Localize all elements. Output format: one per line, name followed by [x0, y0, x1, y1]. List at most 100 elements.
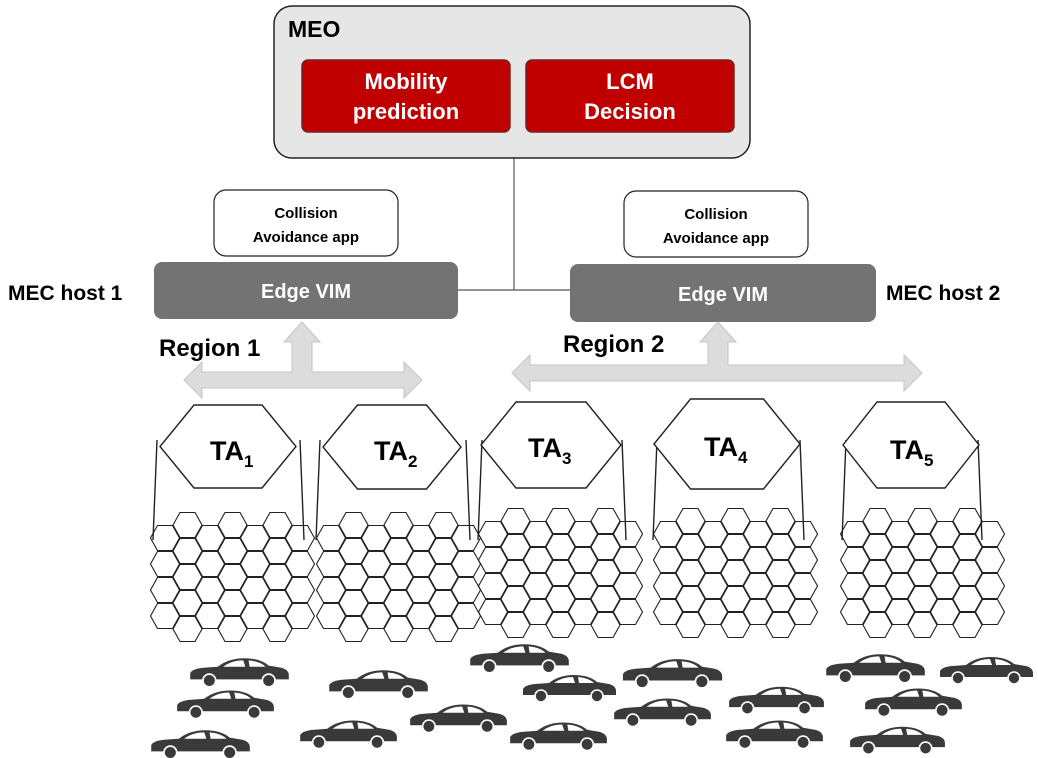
app-1-line2: Avoidance app: [253, 229, 359, 246]
cell-grid: [653, 508, 818, 638]
funnel-left-line: [152, 439, 158, 541]
cell-hexagon: [451, 551, 481, 577]
cell-hexagon: [975, 599, 1005, 625]
funnel-left-line: [652, 439, 658, 541]
tracking-area-label: TA1: [210, 436, 253, 471]
car-icon: [825, 653, 926, 684]
region-2-arrow: [511, 321, 923, 393]
car-icon: [509, 721, 608, 752]
car-icon: [409, 703, 508, 734]
vehicles: [150, 643, 1034, 758]
funnel-right-line: [799, 439, 805, 541]
cell-hexagon: [975, 547, 1005, 573]
region-1-label: Region 1: [159, 335, 260, 362]
cell-hexagon: [451, 577, 481, 603]
tracking-area-5: TA5: [840, 401, 1005, 638]
cell-grid: [150, 512, 315, 642]
edge-vim-1-label: Edge VIM: [261, 281, 351, 303]
funnel-right-line: [299, 439, 305, 541]
tracking-area-label-base: TA: [374, 436, 408, 466]
region-1-arrow: [183, 321, 423, 400]
edge-vim-2-label: Edge VIM: [678, 284, 768, 306]
cell-grid: [840, 508, 1005, 638]
car-icon: [328, 669, 429, 700]
app-1-line1: Collision: [274, 205, 337, 222]
cell-hexagon: [285, 603, 315, 629]
tracking-area-label-base: TA: [890, 435, 924, 465]
car-icon: [613, 697, 712, 728]
car-icon: [725, 719, 824, 750]
tracking-area-label: TA2: [374, 436, 417, 471]
tracking-area-label-subscript: 2: [408, 452, 417, 471]
mec-host-2-label: MEC host 2: [886, 282, 1000, 305]
tracking-area-2: TA2: [315, 404, 481, 642]
car-icon: [849, 725, 946, 756]
cell-hexagon: [613, 599, 643, 625]
tracking-area-label-subscript: 4: [738, 448, 748, 467]
tracking-area-label-subscript: 3: [562, 449, 571, 468]
tracking-area-hexagon: [159, 404, 297, 489]
tracking-area-label: TA3: [528, 433, 571, 468]
funnel-right-line: [465, 439, 471, 541]
meo-box: MEO Mobility prediction LCM Decision: [273, 5, 751, 159]
tracking-area-4: TA4: [652, 398, 818, 638]
cell-hexagon: [788, 573, 818, 599]
car-icon: [622, 658, 723, 689]
cell-hexagon: [613, 521, 643, 547]
cell-hexagon: [788, 599, 818, 625]
tracking-area-label-base: TA: [528, 433, 562, 463]
car-icon: [728, 685, 825, 716]
lcm-decision-line2: Decision: [584, 99, 676, 124]
mobility-prediction-line1: Mobility: [364, 69, 448, 94]
meo-label: MEO: [288, 16, 340, 42]
car-icon: [189, 657, 290, 688]
collision-avoidance-app-2: Collision Avoidance app: [623, 190, 809, 258]
region-2-label: Region 2: [563, 331, 664, 358]
cell-hexagon: [285, 577, 315, 603]
car-icon: [176, 689, 275, 720]
collision-avoidance-app-1: Collision Avoidance app: [213, 189, 399, 257]
lcm-decision-block: LCM Decision: [525, 59, 735, 133]
tracking-area-label-base: TA: [704, 432, 738, 462]
car-icon: [469, 643, 570, 674]
mobility-prediction-block: Mobility prediction: [301, 59, 511, 133]
edge-vim-2: Edge VIM: [570, 264, 876, 322]
cell-hexagon: [451, 603, 481, 629]
cell-hexagon: [788, 547, 818, 573]
funnel-left-line: [841, 439, 847, 541]
car-icon: [522, 674, 617, 703]
mec-host-1-label: MEC host 1: [8, 282, 123, 305]
cell-hexagon: [285, 551, 315, 577]
car-icon: [864, 687, 963, 718]
car-icon: [299, 719, 398, 750]
cell-hexagon: [975, 573, 1005, 599]
app-2-line2: Avoidance app: [663, 230, 769, 247]
mobility-prediction-line2: prediction: [353, 99, 459, 124]
tracking-area-1: TA1: [150, 404, 315, 642]
cell-hexagon: [613, 573, 643, 599]
tracking-area-hexagon: [842, 401, 980, 489]
cell-grid: [316, 512, 481, 642]
tracking-area-hexagon: [480, 401, 622, 489]
tracking-area-hexagon: [653, 398, 801, 490]
tracking-area-label-subscript: 5: [924, 451, 933, 470]
tracking-area-label-subscript: 1: [244, 452, 253, 471]
cell-hexagon: [975, 521, 1005, 547]
tracking-area-label: TA4: [704, 432, 748, 467]
cell-hexagon: [613, 547, 643, 573]
car-icon: [939, 656, 1034, 685]
tracking-area-3: TA3: [477, 401, 643, 638]
funnel-left-line: [477, 439, 483, 541]
funnel-right-line: [621, 439, 627, 541]
tracking-area-label: TA5: [890, 435, 933, 470]
cell-grid: [478, 508, 643, 638]
cell-hexagon: [285, 525, 315, 551]
app-2-line1: Collision: [684, 206, 747, 223]
funnel-left-line: [315, 439, 321, 541]
tracking-area-label-base: TA: [210, 436, 244, 466]
car-icon: [150, 729, 251, 758]
tracking-area-hexagon: [322, 404, 462, 490]
